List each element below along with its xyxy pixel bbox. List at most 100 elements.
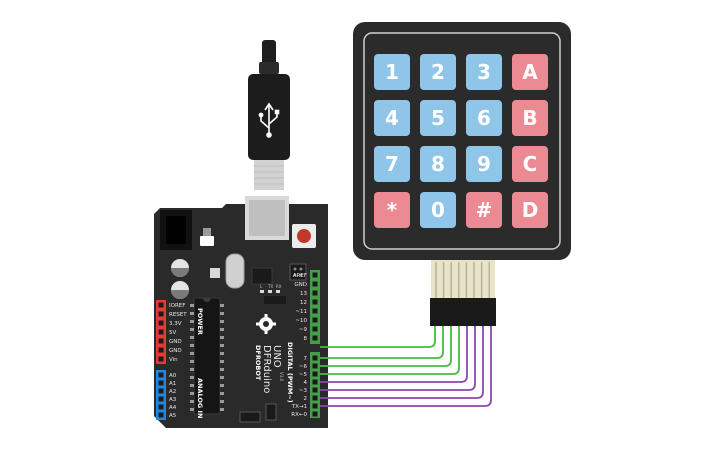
header-pin-hole[interactable] <box>158 302 164 308</box>
pin-label: 8 <box>304 336 308 342</box>
header-pin-hole[interactable] <box>312 326 318 332</box>
pin-label: A0 <box>169 373 177 379</box>
pin-label: 5V <box>169 330 176 336</box>
key-face <box>466 54 502 90</box>
header-pin-hole[interactable] <box>158 311 164 317</box>
chip-pin <box>190 344 194 347</box>
key-16[interactable]: D <box>512 192 548 228</box>
key-7[interactable]: 6 <box>466 100 502 136</box>
pin-label: 13 <box>300 291 307 297</box>
pin-label: A1 <box>169 381 176 387</box>
key-12[interactable]: C <box>512 146 548 182</box>
key-face <box>512 192 548 228</box>
chip-pin <box>220 352 224 355</box>
header-pin-hole[interactable] <box>158 356 164 362</box>
chip-pin <box>190 304 194 307</box>
wire-5 <box>320 326 468 383</box>
header-pin-hole[interactable] <box>158 412 164 418</box>
key-14[interactable]: 0 <box>420 192 456 228</box>
key-label: 4 <box>385 106 399 130</box>
chip-pin <box>220 336 224 339</box>
keypad-ribbon <box>430 260 496 326</box>
usb-chip <box>251 267 273 285</box>
header-pin-hole[interactable] <box>312 317 318 323</box>
header-pin-hole[interactable] <box>312 387 318 393</box>
header-pin-hole[interactable] <box>312 403 318 409</box>
header-pin-hole[interactable] <box>158 404 164 410</box>
key-10[interactable]: 8 <box>420 146 456 182</box>
header-pin-hole[interactable] <box>312 395 318 401</box>
key-label: B <box>522 106 537 130</box>
key-label: D <box>522 198 539 222</box>
header-pin-hole[interactable] <box>312 379 318 385</box>
key-label: A <box>522 60 538 84</box>
key-label: C <box>523 152 538 176</box>
rx-led-label: RX <box>276 284 282 289</box>
key-3[interactable]: 3 <box>466 54 502 90</box>
key-4[interactable]: A <box>512 54 548 90</box>
key-9[interactable]: 7 <box>374 146 410 182</box>
header-pin-hole[interactable] <box>312 371 318 377</box>
header-pin-hole[interactable] <box>158 380 164 386</box>
header-pin-hole[interactable] <box>312 308 318 314</box>
key-2[interactable]: 2 <box>420 54 456 90</box>
wire-8 <box>320 326 492 407</box>
header-pin-hole[interactable] <box>158 372 164 378</box>
key-6[interactable]: 5 <box>420 100 456 136</box>
keypad-wires <box>320 326 492 407</box>
header-pin-hole[interactable] <box>312 335 318 341</box>
chip-pin <box>190 392 194 395</box>
tx-led-label: TX <box>267 284 273 289</box>
pin-label: A5 <box>169 413 177 419</box>
chip-pin <box>220 408 224 411</box>
header-pin-hole[interactable] <box>158 320 164 326</box>
chip-pin <box>190 336 194 339</box>
key-label: 1 <box>385 60 399 84</box>
key-face <box>374 146 410 182</box>
keypad-ribbon-cable <box>431 260 495 298</box>
header-pin-hole[interactable] <box>312 411 318 417</box>
chip-pin <box>220 400 224 403</box>
header-pin-hole[interactable] <box>158 388 164 394</box>
pin-label: ~9 <box>299 327 308 333</box>
key-1[interactable]: 1 <box>374 54 410 90</box>
key-label: 6 <box>477 106 491 130</box>
header-pin-hole[interactable] <box>312 290 318 296</box>
chip-pin <box>190 360 194 363</box>
usb-plug-metal <box>254 160 284 190</box>
pin-label: AREF <box>293 273 307 279</box>
key-face <box>420 146 456 182</box>
key-13[interactable]: * <box>374 192 410 228</box>
key-label: # <box>476 198 493 222</box>
header-pin-hole[interactable] <box>158 347 164 353</box>
key-face <box>374 54 410 90</box>
chip-pin <box>220 312 224 315</box>
header-pin-hole[interactable] <box>312 281 318 287</box>
header-pin-hole[interactable] <box>158 396 164 402</box>
chip-pin <box>190 376 194 379</box>
power-section-title: POWER <box>196 308 204 335</box>
key-8[interactable]: B <box>512 100 548 136</box>
wire-6 <box>320 326 476 391</box>
header-pin-hole[interactable] <box>158 329 164 335</box>
key-5[interactable]: 4 <box>374 100 410 136</box>
key-label: 3 <box>477 60 491 84</box>
key-11[interactable]: 9 <box>466 146 502 182</box>
pin-label: RESET <box>169 312 187 318</box>
analog-header-strip <box>156 370 166 420</box>
key-15[interactable]: # <box>466 192 502 228</box>
key-face <box>466 192 502 228</box>
header-pin-hole[interactable] <box>312 299 318 305</box>
header-pin-hole[interactable] <box>312 363 318 369</box>
chip-pin <box>220 328 224 331</box>
header-pin-hole[interactable] <box>312 355 318 361</box>
header-pin-hole[interactable] <box>312 272 318 278</box>
key-face <box>374 100 410 136</box>
header-pin-hole[interactable] <box>158 338 164 344</box>
led-indicators <box>264 296 286 304</box>
key-face <box>512 54 548 90</box>
brand-label: DFROBOT <box>254 345 262 381</box>
